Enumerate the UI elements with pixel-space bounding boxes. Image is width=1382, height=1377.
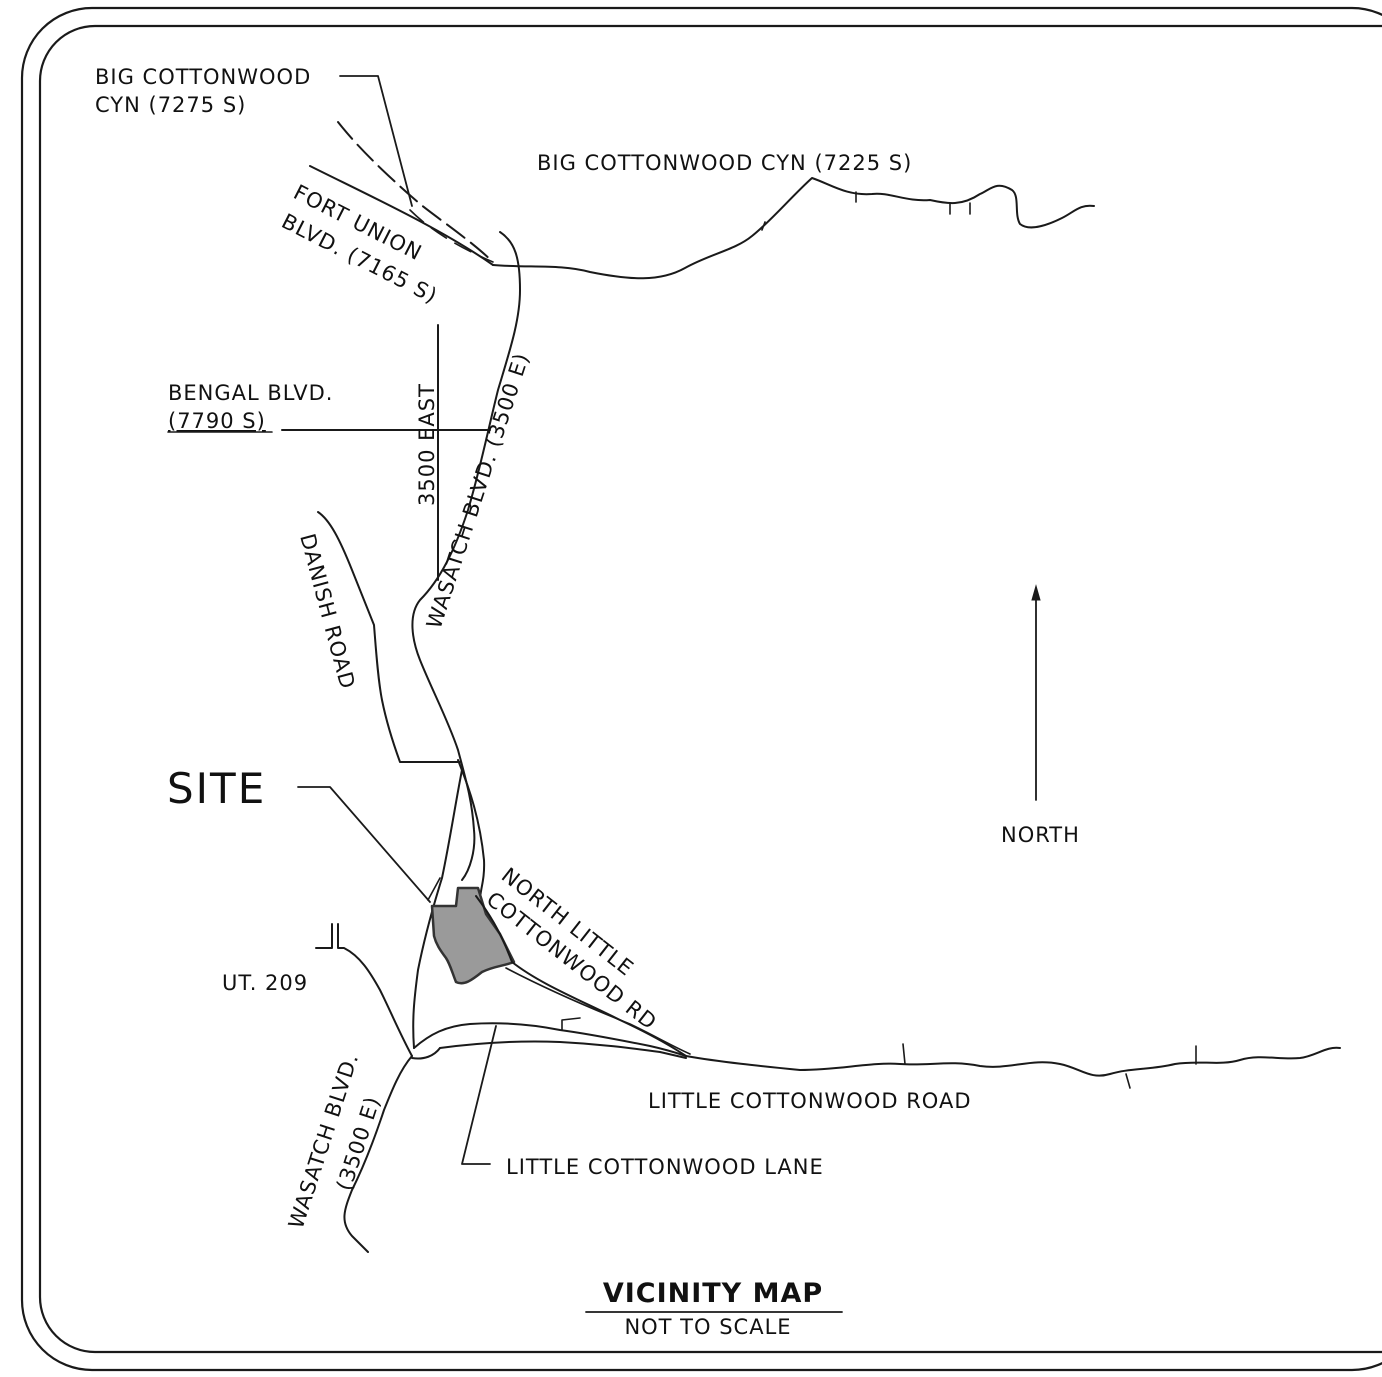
little-cottonwood-lane-spur xyxy=(561,1017,581,1031)
fort-union-dashed xyxy=(409,209,494,263)
label-big-cottonwood-7275-line2: CYN (7275 S) xyxy=(95,93,246,117)
north-arrow-head xyxy=(1031,584,1041,601)
subtitle-not-to-scale: NOT TO SCALE xyxy=(624,1315,791,1339)
label-big-cottonwood-7225: BIG COTTONWOOD CYN (7225 S) xyxy=(537,151,912,175)
danish-road xyxy=(317,511,461,763)
lane-west-connector xyxy=(411,1047,441,1060)
big-cottonwood-tick-1 xyxy=(761,221,766,231)
leader-site xyxy=(297,786,431,903)
outer-frame xyxy=(20,6,1382,1372)
wasatch-blvd-south-road xyxy=(343,1055,413,1253)
leader-big-cottonwood-7275 xyxy=(339,75,413,207)
little-cottonwood-lane xyxy=(413,1022,687,1057)
fort-union-blvd-road xyxy=(309,165,494,266)
label-bengal-line2: (7790 S) xyxy=(168,409,266,433)
little-cottonwood-road xyxy=(685,1046,1341,1077)
ut-209-road xyxy=(315,923,413,1057)
big-cottonwood-cyn-7225-road xyxy=(492,177,1095,280)
site-access-stub xyxy=(427,877,441,901)
label-ut-209: UT. 209 xyxy=(222,971,308,995)
label-little-cottonwood-lane: LITTLE COTTONWOOD LANE xyxy=(506,1155,824,1179)
little-cottonwood-tick-2 xyxy=(1125,1073,1131,1089)
title-vicinity-map: VICINITY MAP xyxy=(603,1278,823,1309)
little-cottonwood-tick-1 xyxy=(902,1043,906,1065)
wasatch-blvd-east-edge xyxy=(457,759,486,901)
little-cottonwood-lane-south xyxy=(439,1040,687,1059)
label-danish-road: DANISH ROAD xyxy=(295,531,360,692)
fort-union-blvd-road-upper xyxy=(337,121,494,263)
label-3500-east: 3500 EAST xyxy=(415,383,439,506)
label-site: SITE xyxy=(167,764,266,813)
label-big-cottonwood-7275-line1: BIG COTTONWOOD xyxy=(95,65,311,89)
label-bengal-line1: BENGAL BLVD. xyxy=(168,381,333,405)
wasatch-blvd-west-spine xyxy=(412,769,463,1049)
north-little-cottonwood-edge xyxy=(505,967,691,1055)
label-north: NORTH xyxy=(1001,823,1080,847)
leader-little-cottonwood-lane xyxy=(461,1025,497,1165)
inner-frame xyxy=(38,24,1382,1354)
label-little-cottonwood-road: LITTLE COTTONWOOD ROAD xyxy=(648,1089,972,1113)
site-parcel xyxy=(430,886,516,985)
